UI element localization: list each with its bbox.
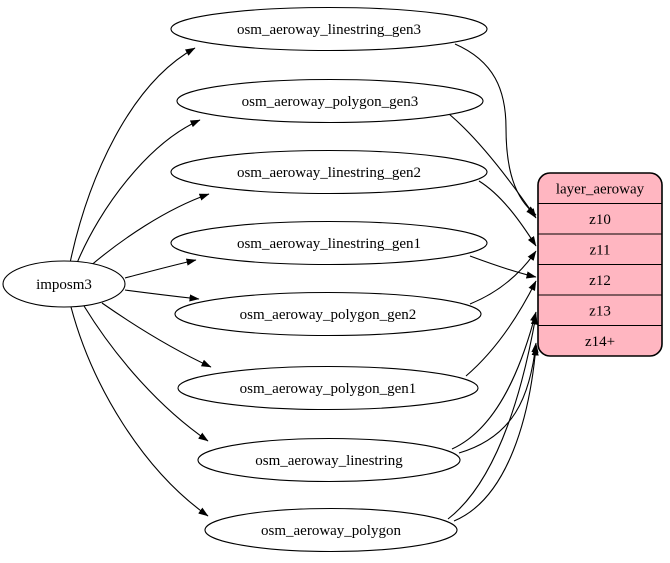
node-osm_aeroway_polygon: osm_aeroway_polygon: [204, 507, 458, 553]
edge-osm_aeroway_polygon_gen1->z12: [465, 280, 537, 377]
zoom-row-label: z11: [589, 242, 610, 258]
zoom-row-label: z14+: [585, 334, 615, 350]
node-osm_aeroway_linestring_gen3: osm_aeroway_linestring_gen3: [170, 6, 488, 52]
node-label: osm_aeroway_polygon_gen2: [240, 307, 417, 323]
node-shape: [197, 437, 461, 483]
node-shape: [2, 260, 126, 308]
node-label: osm_aeroway_polygon_gen3: [242, 94, 419, 110]
edge-osm_aeroway_linestring_gen2->z11: [478, 180, 537, 247]
edges: [69, 43, 539, 522]
node-label: imposm3: [36, 277, 92, 293]
node-shape: [170, 149, 488, 195]
edge-osm_aeroway_linestring_gen1->z12: [469, 255, 537, 279]
node-label: osm_aeroway_linestring_gen1: [237, 236, 421, 252]
edge-osm_aeroway_linestring->z13: [451, 311, 538, 450]
node-osm_aeroway_polygon_gen3: osm_aeroway_polygon_gen3: [176, 78, 484, 124]
edge-osm_aeroway_polygon_gen2->z11: [469, 250, 537, 305]
edge-imposm3->osm_aeroway_polygon_gen2: [124, 289, 200, 302]
node-shape: [170, 220, 488, 266]
node-osm_aeroway_linestring_gen2: osm_aeroway_linestring_gen2: [170, 149, 488, 195]
edge-osm_aeroway_linestring_gen3->z10: [454, 43, 537, 216]
edge-osm_aeroway_polygon->z14+: [453, 345, 539, 522]
node-osm_aeroway_polygon_gen2: osm_aeroway_polygon_gen2: [174, 291, 482, 337]
edge-imposm3->osm_aeroway_linestring_gen3: [69, 47, 196, 264]
edge-imposm3->osm_aeroway_linestring: [83, 305, 209, 442]
node-label: osm_aeroway_linestring: [255, 453, 403, 469]
node-label: osm_aeroway_linestring_gen2: [237, 165, 421, 181]
edge-imposm3->osm_aeroway_polygon: [70, 306, 209, 517]
node-osm_aeroway_polygon_gen1: osm_aeroway_polygon_gen1: [177, 365, 479, 411]
edge-imposm3->osm_aeroway_polygon_gen3: [76, 119, 201, 264]
edge-imposm3->osm_aeroway_linestring_gen2: [88, 193, 210, 268]
node-osm_aeroway_linestring: osm_aeroway_linestring: [197, 437, 461, 483]
node-osm_aeroway_linestring_gen1: osm_aeroway_linestring_gen1: [170, 220, 488, 266]
node-label: osm_aeroway_polygon_gen1: [240, 381, 417, 397]
zoom-row-label: z13: [589, 303, 611, 319]
node-shape: [170, 6, 488, 52]
zoom-row-label: z10: [589, 212, 611, 228]
edge-osm_aeroway_polygon->z13: [447, 314, 538, 520]
edge-imposm3->osm_aeroway_linestring_gen1: [124, 258, 197, 279]
node-imposm3: imposm3: [2, 260, 126, 308]
layer-title: layer_aeroway: [556, 181, 645, 197]
edge-imposm3->osm_aeroway_polygon_gen1: [101, 302, 212, 368]
node-layer_aeroway: layer_aeroway z10 z11 z12 z13 z14+: [537, 172, 663, 357]
node-shape: [177, 365, 479, 411]
node-shape: [176, 78, 484, 124]
node-label: osm_aeroway_polygon: [261, 523, 401, 539]
node-label: osm_aeroway_linestring_gen3: [237, 22, 421, 38]
edge-osm_aeroway_polygon_gen3->z10: [448, 113, 537, 219]
edge-osm_aeroway_linestring->z14+: [458, 342, 539, 454]
node-shape: [174, 291, 482, 337]
node-shape: [204, 507, 458, 553]
zoom-row-label: z12: [589, 273, 611, 289]
